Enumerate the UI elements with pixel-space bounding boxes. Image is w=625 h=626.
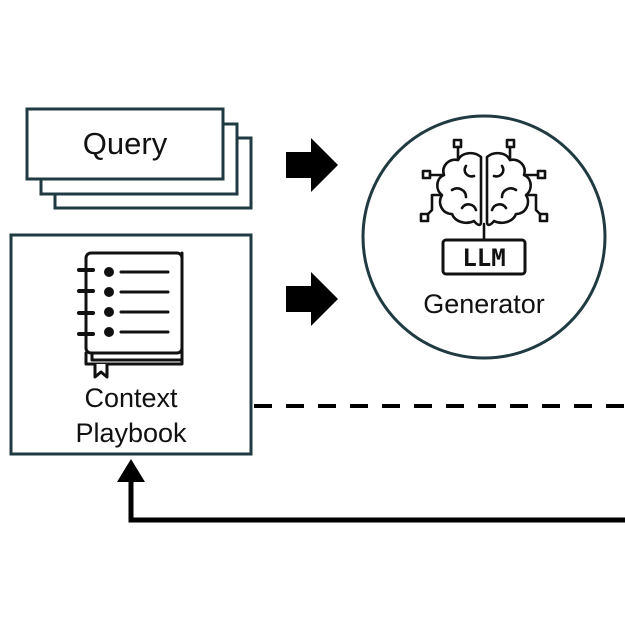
context-playbook-box[interactable]: Context Playbook	[9, 233, 253, 456]
query-to-generator-arrow-icon	[286, 138, 338, 192]
context-playbook-label-line2: Playbook	[75, 418, 187, 448]
feedback-loop-line	[128, 480, 625, 523]
brain-circuit-icon	[419, 138, 549, 240]
query-card-front	[25, 107, 225, 181]
llm-badge-label: LLM	[462, 244, 505, 272]
generator-node[interactable]: LLM Generator	[361, 114, 607, 360]
context-playbook-label-line1: Context	[84, 383, 178, 413]
generator-label: Generator	[423, 289, 545, 319]
playbook-to-generator-arrow-icon	[286, 272, 338, 326]
llm-badge	[441, 238, 527, 276]
feedback-arrowhead-icon	[117, 459, 145, 482]
query-label: Query	[83, 126, 168, 161]
notebook-checklist-icon	[77, 251, 184, 379]
query-stack[interactable]: Query	[25, 107, 253, 210]
